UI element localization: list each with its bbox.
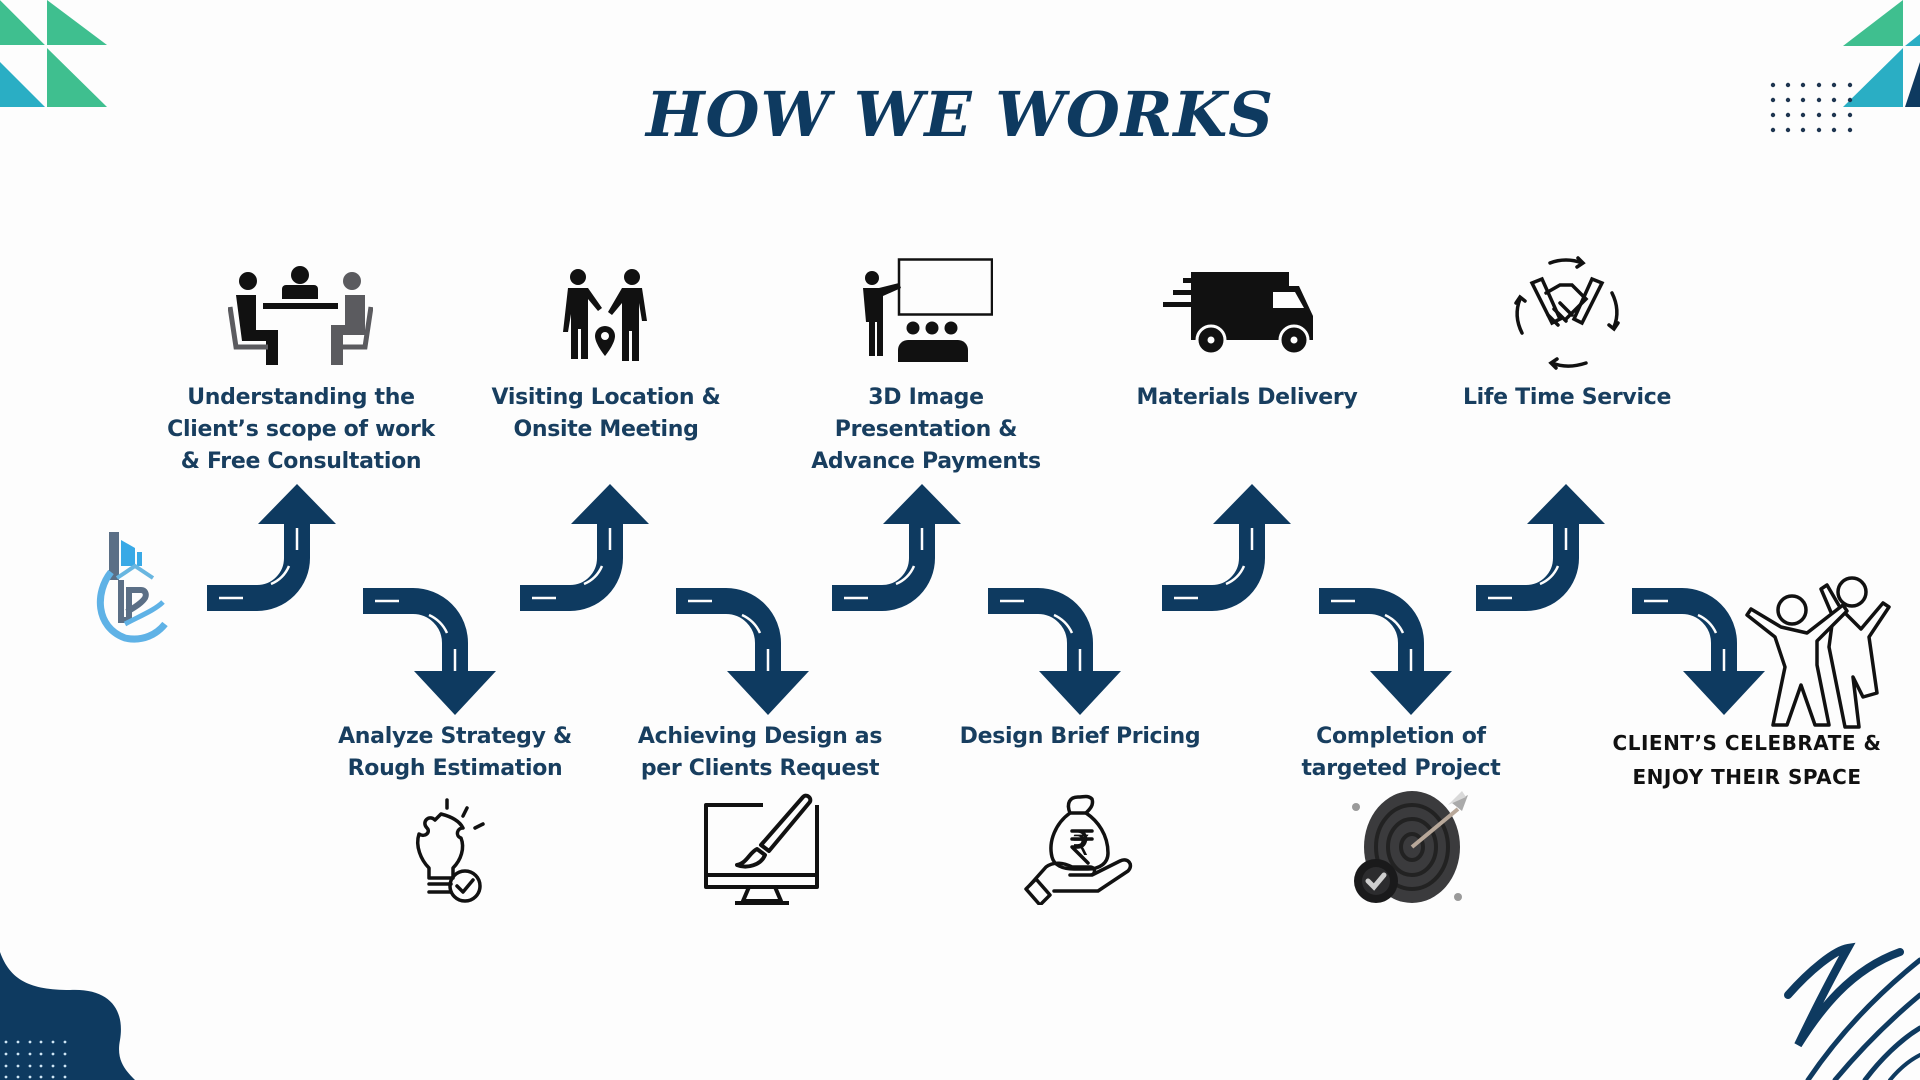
flow-arrow-down-2 (676, 588, 809, 715)
people-location-pin-icon (563, 269, 647, 361)
hand-money-bag-rupee-icon: ₹ (1024, 794, 1133, 905)
celebrating-people-icon (1745, 576, 1891, 729)
flow-arrow-up-4 (1162, 484, 1291, 611)
rupee-symbol: ₹ (1072, 829, 1090, 862)
flow-arrow-down-3 (988, 588, 1121, 715)
puzzle-bulb-check-icon (416, 798, 485, 903)
flow-arrow-down-4 (1319, 588, 1452, 715)
step-label-6: Design Brief Pricing (959, 724, 1201, 749)
step-label-9: Life Time Service (1462, 385, 1672, 410)
meeting-table-icon (228, 266, 373, 365)
flow-arrow-down-5 (1632, 588, 1765, 715)
corner-triangles-top-right (1843, 0, 1920, 107)
presentation-board-icon (863, 258, 993, 362)
step-label-8: Completion of targeted Project (1301, 724, 1501, 781)
flow-arrow-down-1 (363, 588, 496, 715)
company-logo-icon (96, 532, 168, 643)
delivery-truck-icon (1163, 272, 1313, 355)
step-label-2: Analyze Strategy & Rough Estimation (338, 724, 572, 781)
flow-arrow-up-5 (1476, 484, 1605, 611)
flow-arrow-up-2 (520, 484, 649, 611)
step-label-4: Achieving Design as per Clients Request (637, 724, 883, 781)
flow-arrow-up-3 (832, 484, 961, 611)
step-label-5: 3D Image Presentation & Advance Payments (811, 385, 1041, 474)
dot-grid-top-right (1770, 82, 1853, 133)
blob-bottom-left (0, 952, 135, 1080)
step-label-1: Understanding the Client’s scope of work… (167, 385, 435, 474)
handshake-cycle-icon (1514, 256, 1620, 370)
flow-arrow-up-1 (207, 484, 336, 611)
brush-scribble-bottom-right (1784, 942, 1920, 1080)
target-arrow-check-icon (1352, 791, 1468, 903)
step-label-3: Visiting Location & Onsite Meeting (491, 385, 721, 442)
step-label-7: Materials Delivery (1136, 385, 1358, 410)
final-step-label: CLIENT’S CELEBRATE & ENJOY THEIR SPACE (1612, 731, 1882, 789)
monitor-paintbrush-icon (704, 793, 819, 905)
corner-triangles-top-left (0, 0, 107, 107)
page-title: HOW WE WORKS (645, 78, 1275, 151)
